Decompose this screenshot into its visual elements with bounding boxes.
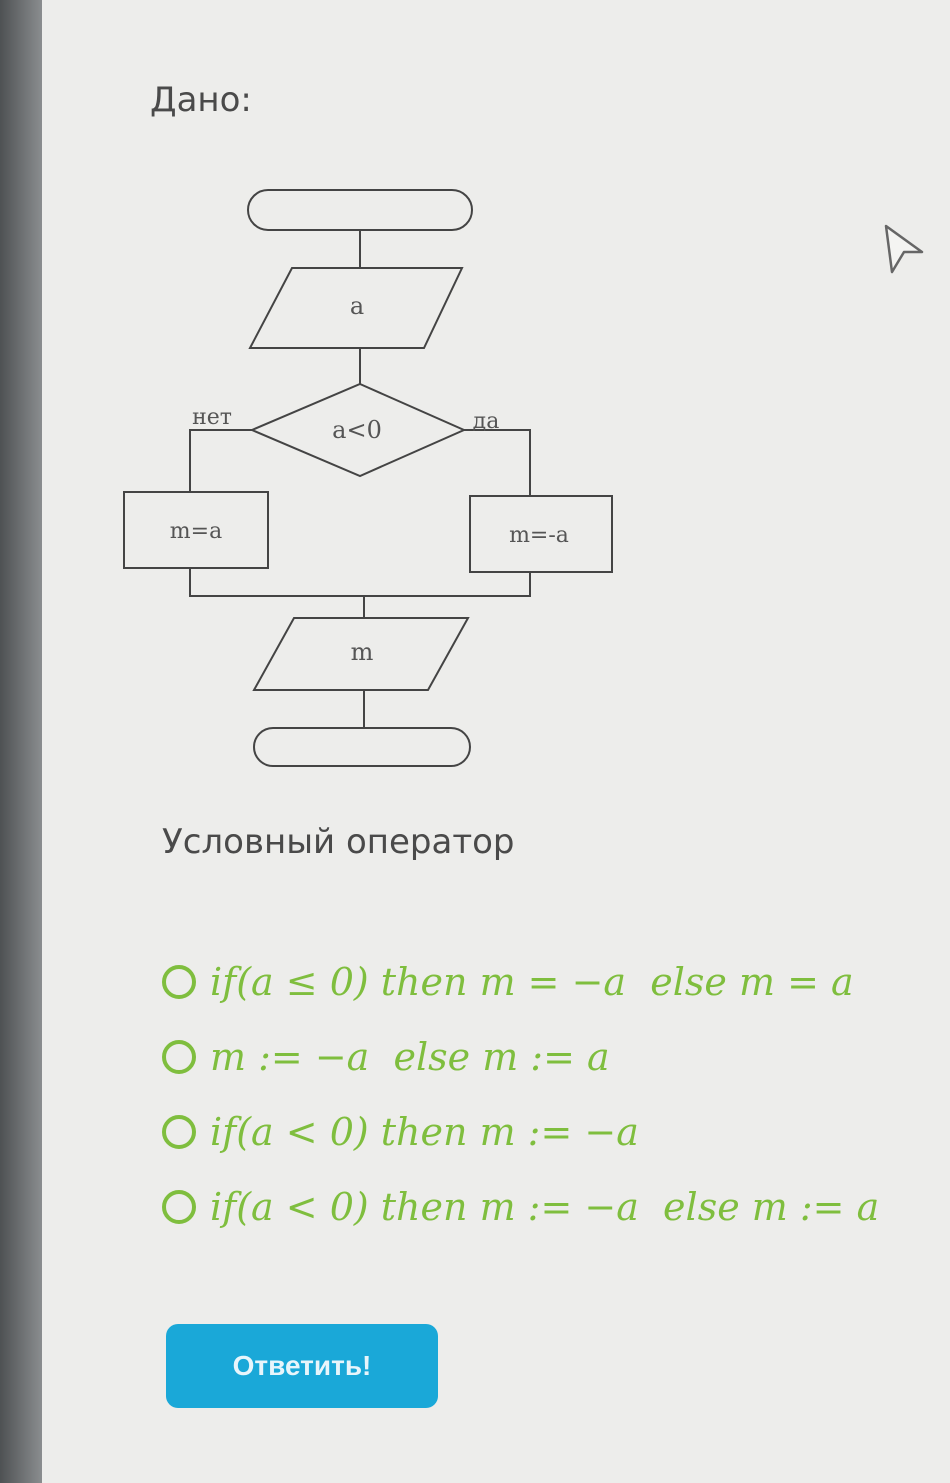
end-terminator [253,727,471,767]
branch-no-line [189,429,252,492]
left-assign-label: m=a [170,519,222,544]
option-3[interactable]: if(a < 0) then m := −a [162,1094,950,1169]
condition-label: a<0 [332,416,382,444]
radio-button[interactable] [162,1189,196,1224]
question-card: Дано: a a<0 [42,0,950,1483]
option-2[interactable]: m := −a else m := a [162,1019,950,1094]
branch-yes-line [464,429,531,496]
option-label: if(a ≤ 0) then m = −a else m = a [210,959,854,1004]
submit-button[interactable]: Ответить! [166,1324,438,1408]
option-4[interactable]: if(a < 0) then m := −a else m := a [162,1169,950,1244]
option-1[interactable]: if(a ≤ 0) then m = −a else m = a [162,944,950,1019]
output-label: m [351,638,374,666]
decision-block [249,382,467,478]
input-block [248,267,464,349]
flowchart: a a<0 нет да m=a m=-a m [123,189,613,767]
option-label: m := −a else m := a [210,1034,610,1079]
output-block [252,617,470,691]
option-label: if(a < 0) then m := −a [210,1109,639,1154]
radio-button[interactable] [162,1039,196,1074]
input-label: a [350,292,364,320]
no-label: нет [192,405,232,430]
screen-edge [0,0,42,1483]
merge-left-line [189,568,364,597]
radio-button[interactable] [162,1114,196,1149]
start-terminator [247,189,473,231]
assign-left-block [123,491,269,569]
right-assign-label: m=-a [509,523,569,548]
given-label: Дано: [150,80,252,120]
section-title: Условный оператор [162,822,515,862]
radio-button[interactable] [162,964,196,999]
answer-options: if(a ≤ 0) then m = −a else m = a m := −a… [162,944,950,1244]
mouse-cursor-icon [884,224,924,274]
yes-label: да [473,409,500,434]
assign-right-block [469,495,613,573]
option-label: if(a < 0) then m := −a else m := a [210,1184,880,1229]
merge-right-line [364,572,531,597]
